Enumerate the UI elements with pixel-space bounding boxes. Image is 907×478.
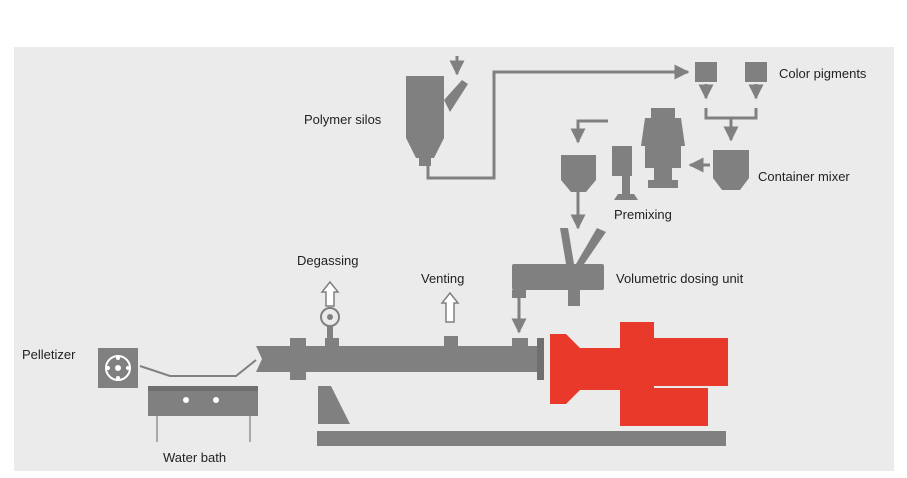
extruder-support (318, 386, 350, 424)
label-color-pigments: Color pigments (779, 66, 867, 81)
degassing-unit (320, 307, 340, 338)
premixing-hopper (561, 155, 596, 192)
label-volumetric-dosing-unit: Volumetric dosing unit (616, 271, 744, 286)
mixer-to-premix-line (570, 119, 608, 144)
container-mixer (713, 150, 749, 190)
silo-conveying-line (426, 64, 690, 180)
label-venting: Venting (421, 271, 464, 286)
diagram-panel (14, 47, 894, 471)
mixer-machine (612, 108, 685, 200)
color-pigment-hoppers (695, 62, 767, 82)
label-polymer-silos: Polymer silos (304, 112, 382, 127)
label-water-bath: Water bath (163, 450, 226, 465)
polymer-silo (406, 76, 468, 166)
label-pelletizer: Pelletizer (22, 347, 76, 362)
label-degassing: Degassing (297, 253, 358, 268)
water-bath (148, 386, 258, 442)
degassing-up-arrow (320, 280, 340, 307)
strand-line (139, 359, 257, 377)
extruder-barrel (256, 338, 544, 380)
venting-up-arrow (440, 291, 460, 323)
machine-base (317, 431, 726, 446)
label-container-mixer: Container mixer (758, 169, 850, 184)
extruder-drive (550, 322, 728, 426)
pelletizer (98, 348, 138, 388)
label-premixing: Premixing (614, 207, 672, 222)
volumetric-dosing-unit (512, 228, 606, 306)
venting-port (444, 336, 458, 346)
